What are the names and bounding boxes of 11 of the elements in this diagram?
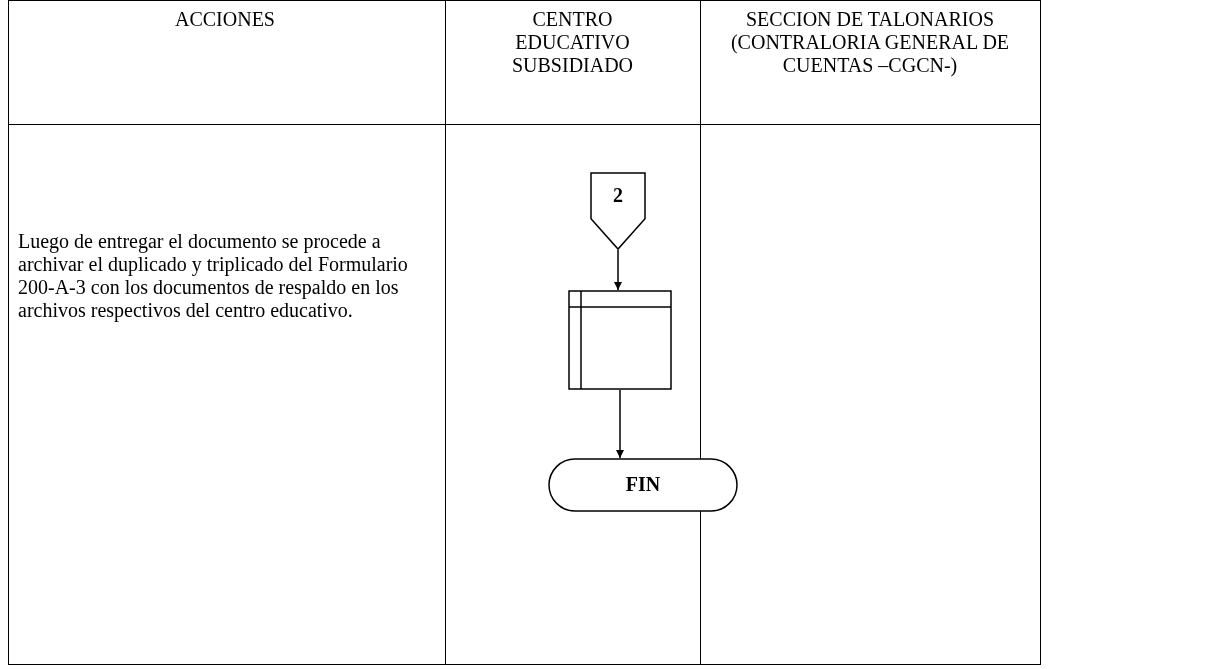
action-text: Luego de entregar el documento se procede a archivar el duplicado y triplicado del Formulario 200-A-3 con los documentos de respaldo en los archivos respectivos del centro educativo. bbox=[18, 230, 409, 322]
off-page-connector bbox=[590, 172, 646, 250]
terminator bbox=[548, 458, 738, 512]
node-label: FIN bbox=[624, 473, 662, 496]
node-label: 2 bbox=[612, 184, 624, 207]
arrow bbox=[614, 249, 622, 291]
internal-storage-box bbox=[568, 290, 672, 390]
column-header: ACCIONES bbox=[174, 8, 276, 31]
column-header: CENTRO EDUCATIVO SUBSIDIADO bbox=[510, 8, 635, 77]
arrow bbox=[616, 389, 624, 459]
column-header: SECCION DE TALONARIOS (CONTRALORIA GENERAL DE CUENTAS –CGCN-) bbox=[729, 8, 1011, 77]
